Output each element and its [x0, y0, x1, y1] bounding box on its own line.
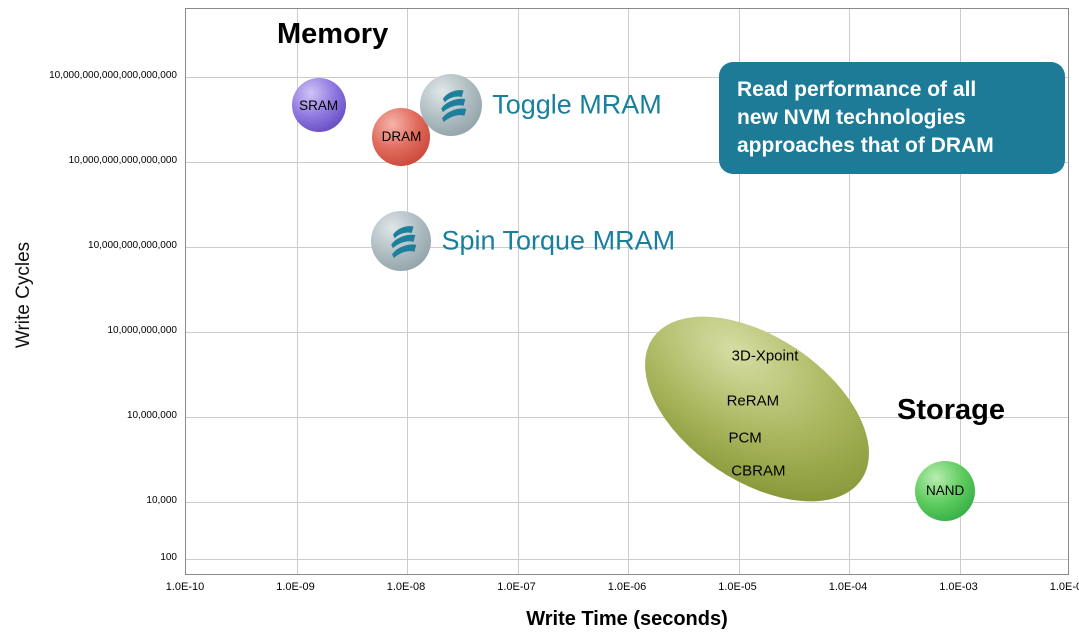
annotation-callout: Read performance of all new NVM technolo…: [719, 62, 1065, 175]
y-gridline: [186, 247, 1068, 249]
bubble-sram: SRAM: [291, 78, 346, 133]
x-gridline: [296, 9, 298, 574]
x-tick-label: 1.0E-05: [718, 581, 757, 593]
y-tick-label: 100: [160, 551, 177, 563]
x-axis-title: Write Time (seconds): [526, 608, 728, 630]
x-gridline: [738, 9, 740, 574]
y-gridline: [186, 332, 1068, 334]
y-gridline: [186, 558, 1068, 560]
bubble-nand: NAND: [915, 460, 976, 521]
y-tick-label: 10,000,000,000,000,000: [68, 155, 177, 167]
y-tick-label: 10,000,000,000,000: [88, 240, 177, 252]
x-gridline: [407, 9, 408, 574]
group-item-reram: ReRAM: [726, 392, 780, 410]
x-tick-label: 1.0E-06: [607, 581, 647, 593]
group-item-cbram: CBRAM: [731, 462, 786, 480]
x-gridline: [849, 9, 850, 574]
group-item-3d-xpoint: 3D-Xpoint: [731, 347, 799, 365]
group-item-pcm: PCM: [728, 429, 762, 447]
bubble-dram: DRAM: [372, 107, 431, 166]
bubble-label-toggle-mram: Toggle MRAM: [492, 89, 662, 120]
bubble-label-spin-torque-mram: Spin Torque MRAM: [441, 225, 676, 256]
x-gridline: [517, 9, 519, 574]
y-gridline: [186, 162, 1068, 164]
x-tick-label: 1.0E-07: [497, 581, 536, 593]
x-tick-label: 1.0E-09: [276, 581, 315, 593]
x-tick-label: 1.0E-10: [165, 581, 205, 593]
y-tick-label: 10,000: [146, 495, 177, 507]
everspin-logo-icon: [391, 226, 417, 259]
storage-region-label: Storage: [897, 394, 1005, 426]
x-gridline: [959, 9, 961, 574]
y-gridline: [186, 77, 1068, 79]
x-tick-label: 1.0E-02: [1049, 581, 1079, 593]
bubble-spin-torque-mram: [371, 211, 432, 272]
y-gridline: [186, 417, 1068, 419]
y-tick-label: 10,000,000: [126, 410, 177, 422]
x-tick-label: 1.0E-03: [939, 581, 978, 593]
x-gridline: [628, 9, 629, 574]
bubble-toggle-mram: [420, 74, 483, 137]
x-tick-label: 1.0E-04: [828, 581, 868, 593]
everspin-logo-icon: [441, 90, 467, 123]
y-tick-label: 10,000,000,000: [107, 325, 177, 337]
bubble-label-dram: DRAM: [381, 129, 422, 145]
y-gridline: [186, 502, 1068, 504]
bubble-label-nand: NAND: [925, 483, 965, 499]
x-tick-label: 1.0E-08: [386, 581, 426, 593]
bubble-label-sram: SRAM: [299, 97, 339, 113]
memory-region-label: Memory: [277, 18, 389, 50]
y-tick-label: 10,000,000,000,000,000,000: [49, 70, 177, 82]
